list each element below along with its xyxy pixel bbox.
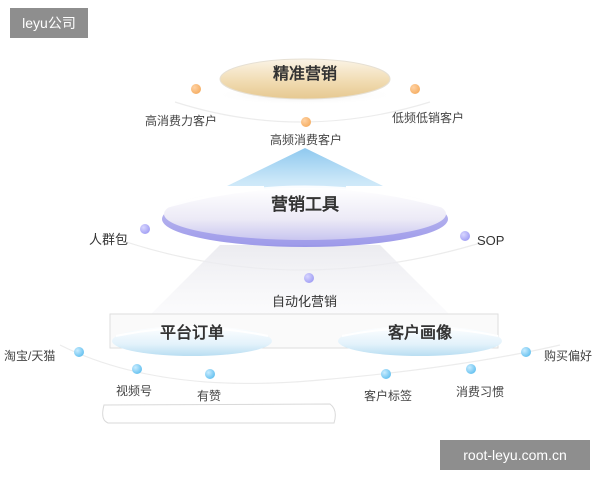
purple-dot <box>140 224 150 234</box>
bottom-label-youzan: 有赞 <box>197 389 222 403</box>
middle-label-auto-marketing: 自动化营销 <box>272 294 338 309</box>
blue-dot <box>74 347 84 357</box>
bottom-right-title: 客户画像 <box>387 325 452 342</box>
watermark-badge: root-leyu.com.cn <box>440 440 590 470</box>
orange-dot <box>301 117 311 127</box>
top-layer-title: 精准营销 <box>272 66 337 83</box>
bottom-label-customer-tags: 客户标签 <box>364 389 413 403</box>
bottom-label-purchase-preference: 购买偏好 <box>544 349 593 363</box>
blue-dot <box>132 364 142 374</box>
purple-dot <box>304 273 314 283</box>
top-label-low-frequency: 低频低销客户 <box>392 111 465 125</box>
corner-badge: leyu公司 <box>10 8 88 38</box>
bottom-label-consumption-habits: 消费习惯 <box>456 385 505 399</box>
middle-label-sop: SOP <box>477 233 505 248</box>
bottom-label-video-account: 视频号 <box>116 384 153 398</box>
blue-dot <box>521 347 531 357</box>
blue-dot <box>205 369 215 379</box>
orange-dot <box>410 84 420 94</box>
bottom-label-taobao-tmall: 淘宝/天猫 <box>4 349 56 363</box>
top-label-high-frequency: 高频消费客户 <box>270 133 343 147</box>
bottom-left-title: 平台订单 <box>159 325 224 342</box>
orange-dot <box>191 84 201 94</box>
middle-layer-title: 营销工具 <box>271 195 339 214</box>
blue-dot <box>466 364 476 374</box>
top-label-high-spending: 高消费力客户 <box>145 114 218 128</box>
middle-label-crowd-pack: 人群包 <box>89 232 129 247</box>
blue-dot <box>381 369 391 379</box>
purple-dot <box>460 231 470 241</box>
